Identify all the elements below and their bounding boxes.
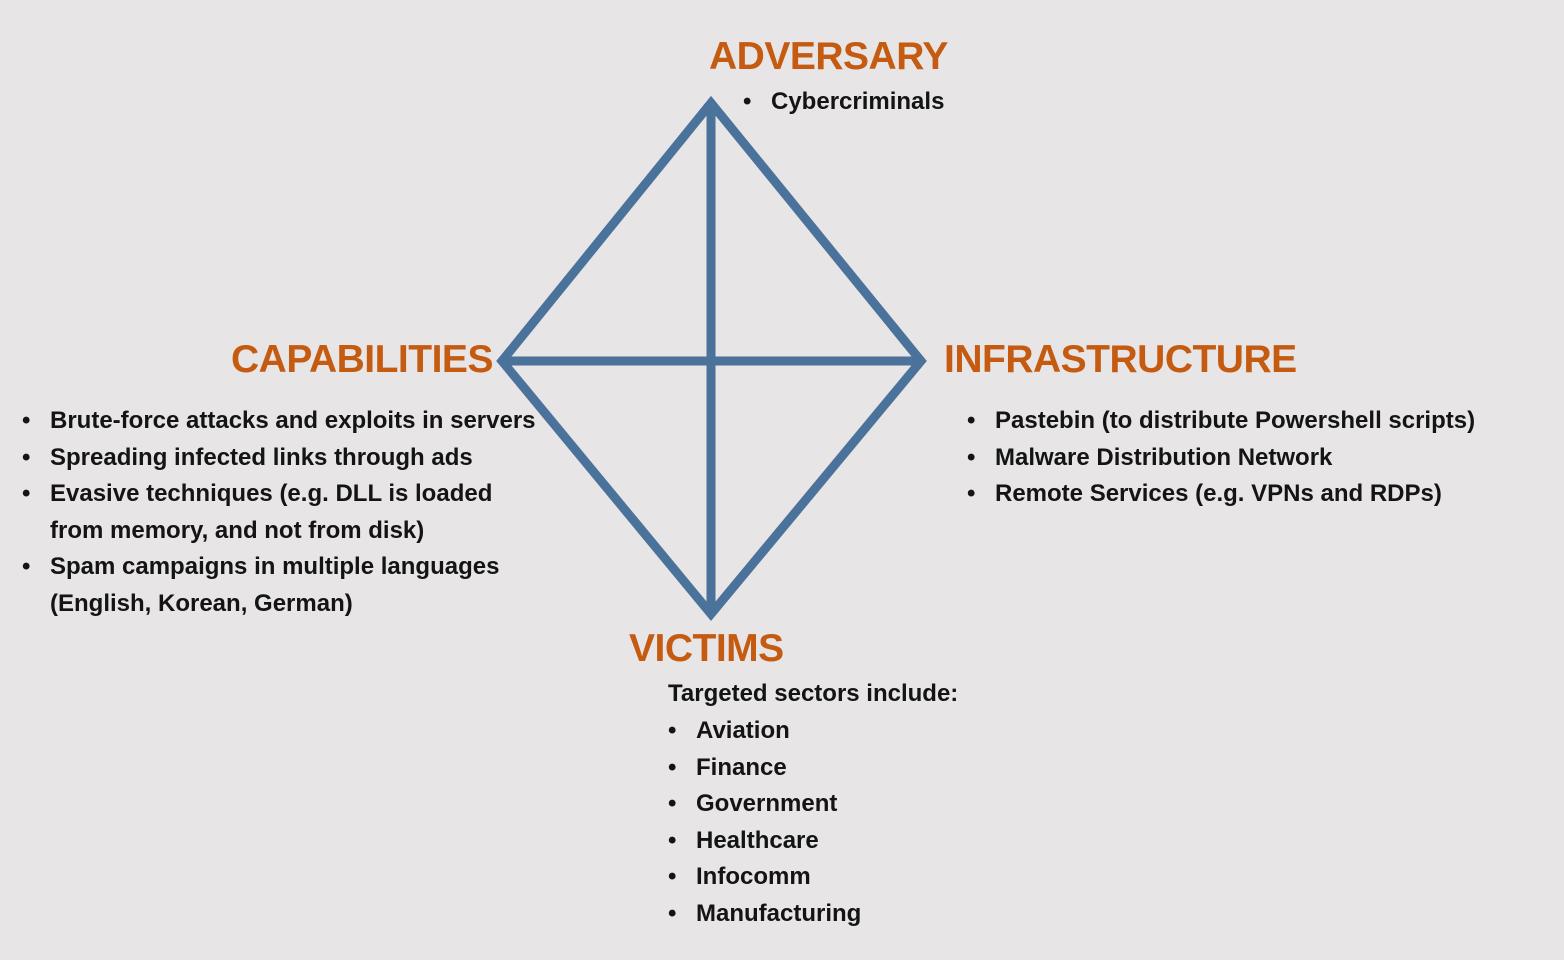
- capabilities-list: Brute-force attacks and exploits in serv…: [22, 403, 542, 622]
- victims-item: Infocomm: [668, 859, 1048, 896]
- adversary-list: Cybercriminals: [743, 84, 1143, 121]
- capabilities-item: Brute-force attacks and exploits in serv…: [22, 403, 542, 440]
- infrastructure-item: Pastebin (to distribute Powershell scrip…: [967, 403, 1547, 440]
- victims-item: Government: [668, 786, 1048, 823]
- capabilities-heading: CAPABILITIES: [231, 338, 493, 381]
- victims-item: Aviation: [668, 713, 1048, 750]
- infrastructure-item: Remote Services (e.g. VPNs and RDPs): [967, 476, 1547, 513]
- victims-item: Manufacturing: [668, 896, 1048, 933]
- infrastructure-item: Malware Distribution Network: [967, 440, 1547, 477]
- capabilities-item: Spam campaigns in multiple languages (En…: [22, 549, 542, 622]
- victims-list: Aviation Finance Government Healthcare I…: [668, 713, 1048, 932]
- victims-intro: Targeted sectors include:: [668, 680, 959, 707]
- infrastructure-heading: INFRASTRUCTURE: [944, 338, 1297, 381]
- adversary-item: Cybercriminals: [743, 84, 1143, 121]
- victims-item: Finance: [668, 750, 1048, 787]
- capabilities-item: Spreading infected links through ads: [22, 440, 542, 477]
- capabilities-item: Evasive techniques (e.g. DLL is loaded f…: [22, 476, 542, 549]
- victims-item: Healthcare: [668, 823, 1048, 860]
- adversary-heading: ADVERSARY: [709, 35, 948, 78]
- infrastructure-list: Pastebin (to distribute Powershell scrip…: [967, 403, 1547, 513]
- victims-heading: VICTIMS: [629, 627, 784, 670]
